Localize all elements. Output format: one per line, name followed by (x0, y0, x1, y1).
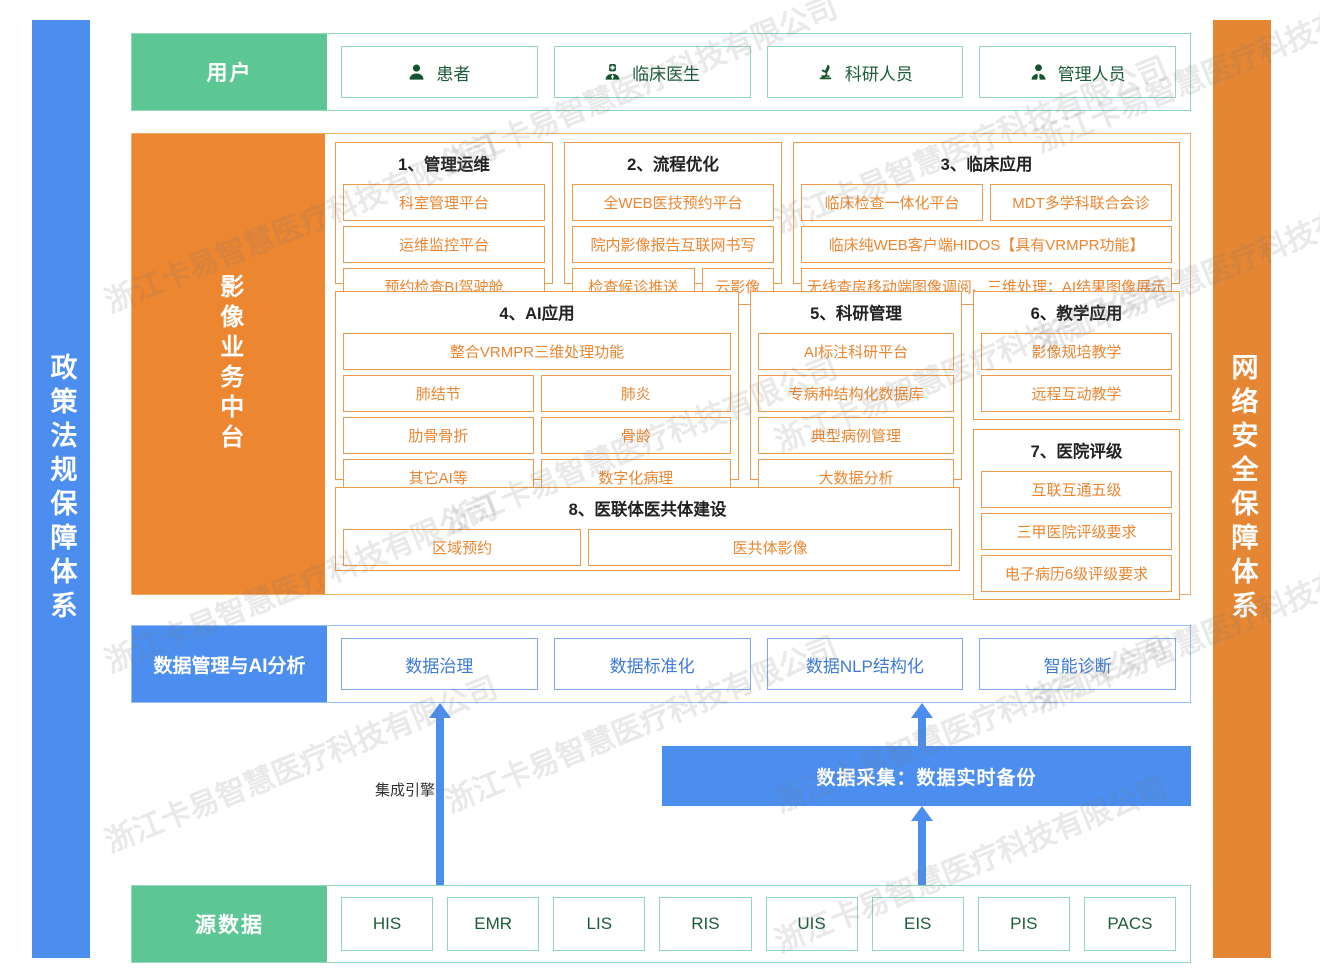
group-title: 1、管理运维 (398, 156, 490, 174)
group-title: 5、科研管理 (810, 305, 902, 323)
cell-item[interactable]: 专病种结构化数据库 (758, 375, 954, 412)
user-chip-label: 科研人员 (844, 64, 913, 84)
user-layer-items: 患者 临床医生 科研人员 (327, 34, 1190, 110)
user-chip-patient[interactable]: 患者 (341, 46, 538, 98)
user-icon (408, 63, 425, 81)
user-chip-researcher[interactable]: 科研人员 (766, 46, 964, 98)
imaging-platform-band: 影像业务中台 1、管理运维 科室管理平台 运维监控平台 预约检查BI驾驶舱 2、… (131, 133, 1191, 600)
user-chip-clinician[interactable]: 临床医生 (553, 46, 751, 98)
group-hospital-rating: 7、医院评级 互联互通五级 三甲医院评级要求 电子病历6级评级要求 (973, 429, 1180, 600)
data-chip-standardization[interactable]: 数据标准化 (553, 638, 751, 690)
data-collection-arrow-head-upper (911, 703, 933, 718)
connector-zone: 集成引擎 数据采集：数据实时备份 (131, 703, 1191, 885)
group-research-management: 5、科研管理 AI标注科研平台 专病种结构化数据库 典型病例管理 大数据分析 (750, 291, 962, 496)
data-management-items: 数据治理 数据标准化 数据NLP结构化 智能诊断 (327, 626, 1190, 702)
cell-item[interactable]: MDT多学科联合会诊 (990, 184, 1172, 221)
cell-item[interactable]: 肋骨骨折 (343, 417, 534, 454)
cell-item[interactable]: AI标注科研平台 (758, 333, 954, 370)
manager-icon (1030, 63, 1047, 81)
data-chip-governance[interactable]: 数据治理 (341, 638, 538, 690)
group-title: 8、医联体医共体建设 (568, 501, 727, 519)
cell-item[interactable]: 典型病例管理 (758, 417, 954, 454)
group-process-optimization: 2、流程优化 全WEB医技预约平台 院内影像报告互联网书写 检查候诊推送 云影像 (564, 142, 782, 305)
group-stack-teaching-rating: 6、教学应用 影像规培教学 远程互动教学 7、医院评级 互联互通五级 三甲医院评… (973, 291, 1180, 600)
spacer (971, 487, 1180, 571)
cell-item[interactable]: 远程互动教学 (981, 375, 1172, 412)
source-chip-eis[interactable]: EIS (871, 897, 964, 951)
cell-item[interactable]: 肺结节 (343, 375, 534, 412)
user-chip-label: 临床医生 (632, 64, 701, 84)
data-management-label: 数据管理与AI分析 (132, 626, 327, 702)
data-collection-bar: 数据采集：数据实时备份 (662, 746, 1191, 806)
source-data-row: 源数据 HIS EMR LIS RIS UIS EIS PIS PACS (131, 885, 1191, 963)
network-security-label: 网络安全保障体系 (1227, 353, 1258, 625)
source-chip-ris[interactable]: RIS (659, 897, 752, 951)
source-data-items: HIS EMR LIS RIS UIS EIS PIS PACS (327, 886, 1190, 962)
cell-item[interactable]: 全WEB医技预约平台 (572, 184, 774, 221)
data-chip-intelligent-diagnosis[interactable]: 智能诊断 (979, 638, 1176, 690)
data-management-row: 数据管理与AI分析 数据治理 数据标准化 数据NLP结构化 智能诊断 (131, 625, 1191, 703)
user-layer-row: 用户 患者 临床医生 (131, 33, 1191, 111)
microscope-icon (817, 63, 834, 81)
cell-item[interactable]: 影像规培教学 (981, 333, 1172, 370)
group-title: 6、教学应用 (1030, 305, 1123, 323)
group-ai-application: 4、AI应用 整合VRMPR三维处理功能 肺结节 肺炎 肋骨骨折 骨龄 其它AI… (335, 291, 739, 496)
imaging-platform-groups: 1、管理运维 科室管理平台 运维监控平台 预约检查BI驾驶舱 2、流程优化 全W… (325, 134, 1190, 600)
source-chip-lis[interactable]: LIS (553, 897, 646, 951)
group-title: 3、临床应用 (940, 156, 1033, 174)
group-teaching-application: 6、教学应用 影像规培教学 远程互动教学 (973, 291, 1180, 420)
cell-item[interactable]: 肺炎 (540, 375, 731, 412)
cell-item[interactable]: 电子病历6级评级要求 (981, 555, 1172, 592)
policy-guarantee-sidebar: 政策法规保障体系 (32, 20, 90, 958)
source-chip-pis[interactable]: PIS (977, 897, 1070, 951)
imaging-platform-label-cell: 影像业务中台 (132, 134, 325, 594)
source-chip-uis[interactable]: UIS (765, 897, 858, 951)
group-clinical-application: 3、临床应用 临床检查一体化平台 MDT多学科联合会诊 临床纯WEB客户端HID… (793, 142, 1180, 305)
user-chip-label: 患者 (436, 64, 471, 84)
data-collection-arrow-shaft-lower (918, 821, 926, 885)
source-chip-his[interactable]: HIS (341, 897, 434, 951)
source-chip-emr[interactable]: EMR (447, 897, 540, 951)
cell-item[interactable]: 医共体影像 (588, 529, 952, 566)
group-title: 2、流程优化 (627, 156, 719, 174)
cell-item[interactable]: 区域预约 (343, 529, 582, 566)
cell-item[interactable]: 临床纯WEB客户端HIDOS【具有VRMPR功能】 (801, 226, 1172, 263)
group-title: 4、AI应用 (499, 305, 575, 323)
user-layer-label: 用户 (132, 34, 327, 110)
cell-item[interactable]: 运维监控平台 (343, 226, 545, 263)
group-medical-alliance: 8、医联体医共体建设 区域预约 医共体影像 (335, 487, 960, 571)
cell-item[interactable]: 科室管理平台 (343, 184, 545, 221)
integration-engine-arrow-shaft (436, 718, 444, 885)
doctor-icon (604, 63, 621, 81)
integration-engine-label: 集成引擎 (375, 782, 436, 799)
group-management-ops: 1、管理运维 科室管理平台 运维监控平台 预约检查BI驾驶舱 (335, 142, 553, 305)
cell-item[interactable]: 骨龄 (540, 417, 731, 454)
user-chip-label: 管理人员 (1057, 64, 1126, 84)
data-collection-arrow-head-lower (911, 806, 933, 821)
cell-item[interactable]: 互联互通五级 (981, 471, 1172, 508)
data-collection-arrow-shaft-upper (918, 718, 926, 748)
cell-item[interactable]: 三甲医院评级要求 (981, 513, 1172, 550)
imaging-platform-label: 影像业务中台 (215, 274, 243, 454)
source-data-label: 源数据 (132, 886, 327, 962)
group-title: 7、医院评级 (1030, 443, 1123, 461)
user-chip-administrator[interactable]: 管理人员 (979, 46, 1176, 98)
cell-item[interactable]: 临床检查一体化平台 (801, 184, 983, 221)
integration-engine-arrow-head (429, 703, 451, 718)
cell-item[interactable]: 整合VRMPR三维处理功能 (343, 333, 731, 370)
network-security-sidebar: 网络安全保障体系 (1213, 20, 1271, 958)
cell-item[interactable]: 院内影像报告互联网书写 (572, 226, 774, 263)
policy-guarantee-label: 政策法规保障体系 (46, 353, 77, 625)
data-chip-nlp[interactable]: 数据NLP结构化 (766, 638, 964, 690)
source-chip-pacs[interactable]: PACS (1083, 897, 1176, 951)
